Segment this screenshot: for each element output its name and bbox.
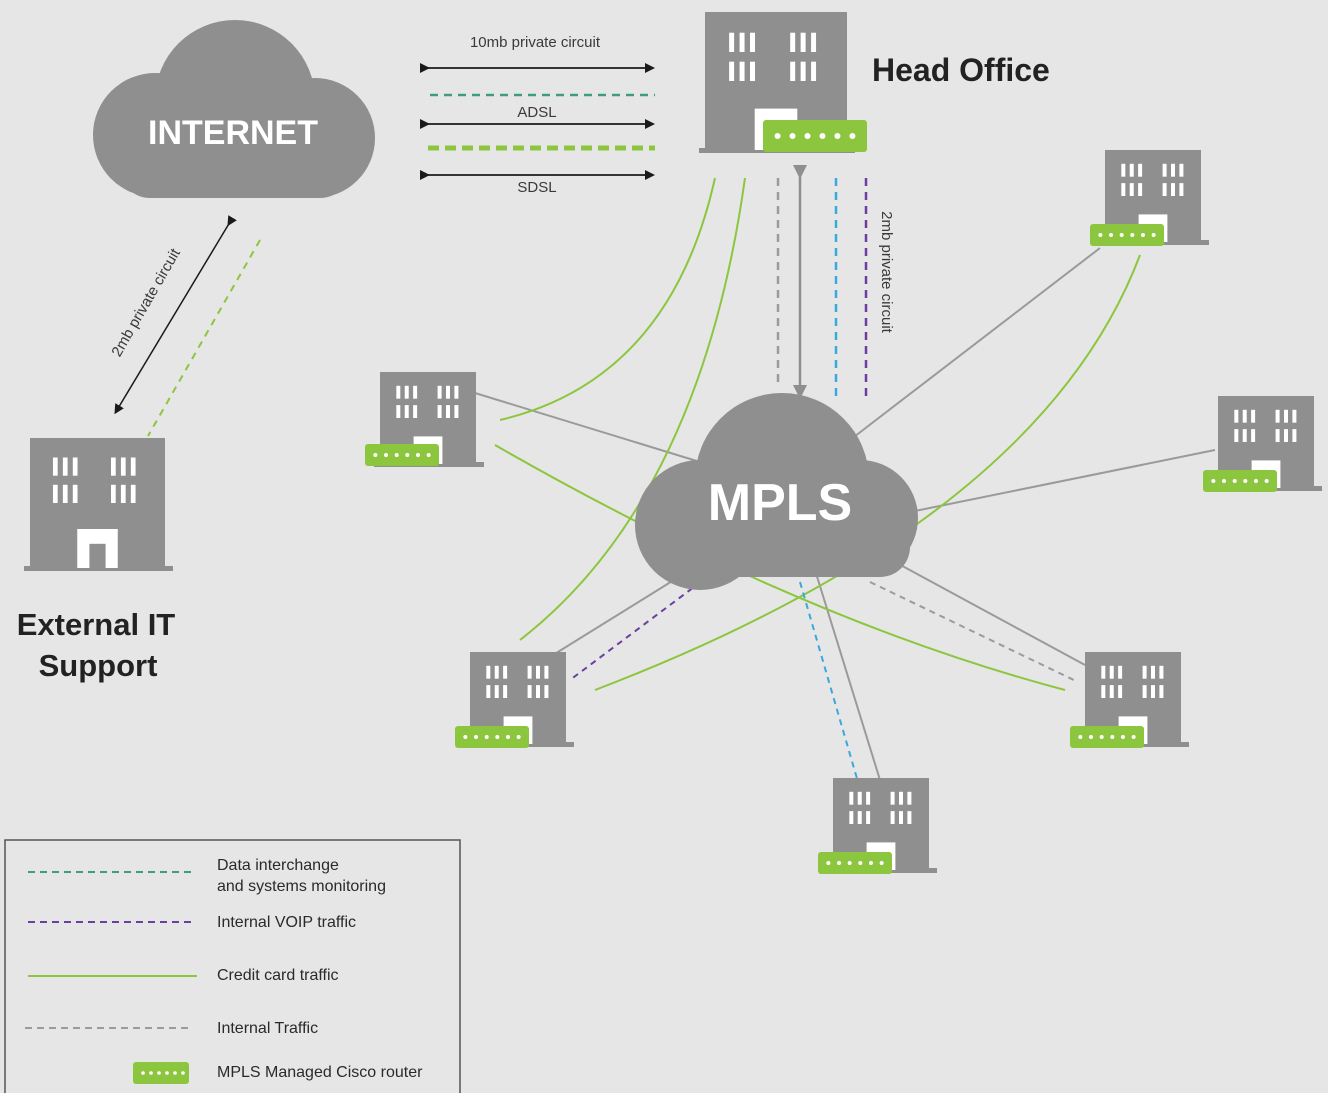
legend-voip-text: Internal VOIP traffic (217, 914, 356, 931)
sdsl-label: SDSL (517, 179, 556, 196)
head-office-label: Head Office (872, 52, 1050, 88)
legend-data-interchange-text-2: and systems monitoring (217, 878, 386, 895)
legend-data-interchange-text-1: Data interchange (217, 857, 339, 874)
bottom-right-office-building-router-icon (1070, 726, 1144, 748)
credit-card-curve-4 (594, 254, 1141, 691)
left-office-building (365, 372, 484, 467)
adsl-label: ADSL (517, 104, 556, 121)
legend-box (4, 839, 461, 1093)
external-support-label-line2: Support (39, 648, 158, 683)
connections (114, 63, 1216, 783)
bottom-left-office-building (455, 652, 574, 748)
link-left-office-mpls (474, 392, 701, 463)
link-bottom-left-office-mpls (544, 569, 691, 661)
bottom-right-office-building (1070, 652, 1189, 748)
external-support-building (24, 438, 173, 571)
bottom-center-office-building (818, 778, 937, 874)
blue-link-bottom-center (799, 581, 859, 783)
legend-internal-text: Internal Traffic (217, 1020, 318, 1037)
two-mb-right-label: 2mb private circuit (878, 211, 895, 334)
internet-support-green-dashed (147, 239, 261, 437)
internet-label: INTERNET (148, 114, 318, 152)
bottom-left-office-building-router-icon (455, 726, 529, 748)
credit-card-curve-3 (494, 444, 1066, 691)
bottom-center-office-building-router-icon (818, 852, 892, 874)
ten-mb-label: 10mb private circuit (470, 34, 601, 51)
right-mid-office-building (1203, 396, 1322, 492)
legend-credit-card-text: Credit card traffic (217, 967, 339, 984)
legend-router-text: MPLS Managed Cisco router (217, 1064, 423, 1081)
two-mb-left-label: 2mb private circuit (108, 245, 184, 360)
right-top-office-building-router-icon (1090, 224, 1164, 246)
credit-card-curve-2 (519, 177, 746, 641)
mpls-label: MPLS (708, 474, 852, 532)
link-right-top-office-mpls (849, 247, 1101, 441)
voip-link-bottom-left (569, 574, 711, 681)
head-office-building-router-icon (763, 120, 867, 152)
legend: Data interchange and systems monitoring … (4, 839, 461, 1093)
left-office-building-router-icon (365, 444, 439, 466)
mpls-cloud: MPLS (635, 393, 918, 590)
credit-card-curve-1 (499, 177, 716, 421)
internal-link-bottom-right (869, 581, 1079, 683)
internet-cloud: INTERNET (93, 20, 375, 198)
link-right-mid-office-mpls (909, 449, 1216, 513)
legend-router-icon (133, 1062, 189, 1084)
right-top-office-building (1090, 150, 1209, 246)
right-mid-office-building-router-icon (1203, 470, 1277, 492)
external-support-label-line1: External IT (17, 607, 176, 642)
link-bottom-right-office-mpls (894, 561, 1086, 666)
internet-support-arrow (114, 215, 237, 415)
head-office-building (699, 12, 867, 153)
link-bottom-center-office-mpls (814, 569, 881, 781)
